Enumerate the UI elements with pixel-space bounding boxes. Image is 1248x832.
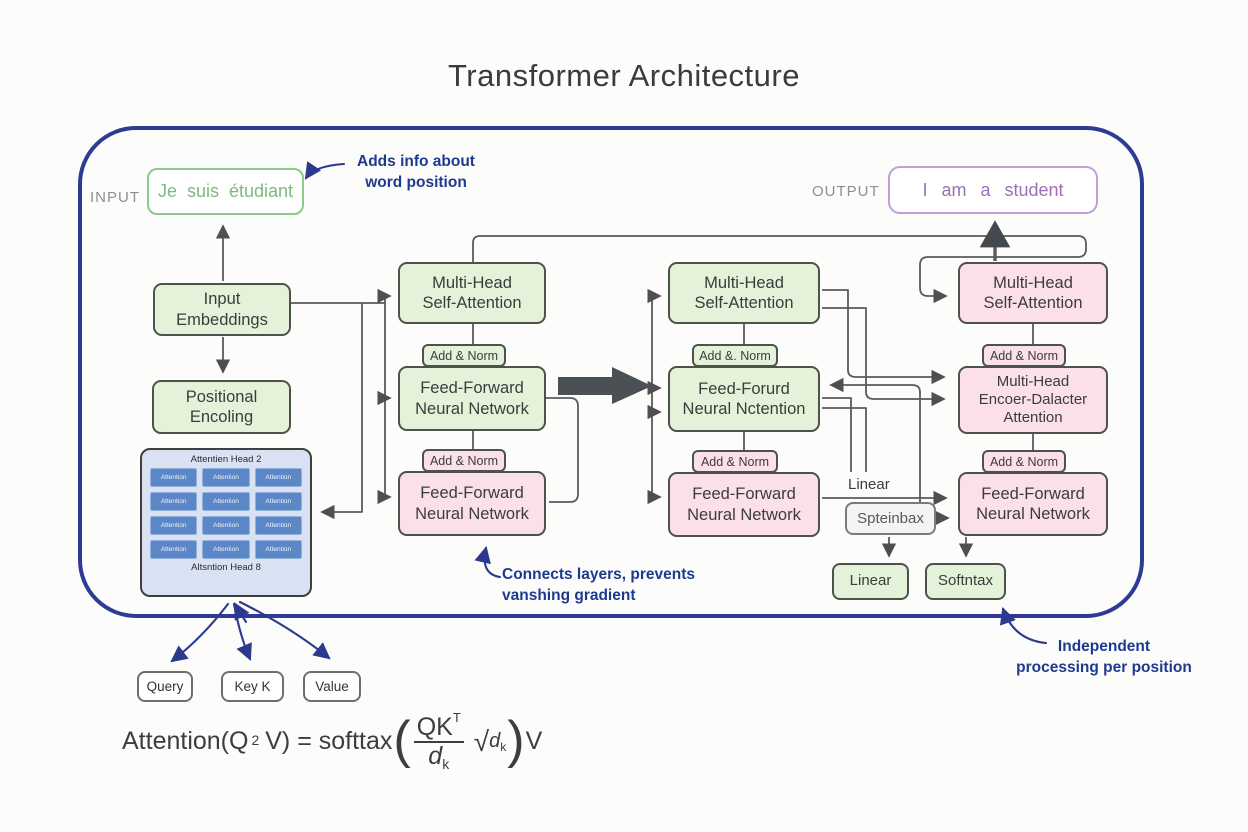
linear-text-label: Linear [848,476,890,493]
attention-cell: Attention [150,540,198,559]
formula-superscript: 2 [251,731,260,748]
attention-heads-panel: Attentien Head 2 Attention Attention Att… [140,448,312,597]
encoder2-ffn-1-box: Feed-Forurd Neural Nctention [668,366,820,432]
encoder2-self-attention-box: Multi-Head Self-Attention [668,262,820,324]
residual-note: Connects layers, prevents vanshing gradi… [502,566,695,604]
encoder1-add-norm-2: Add & Norm [422,449,506,472]
formula-denominator-sub: k [442,756,450,773]
attention-cell: Attention [150,516,198,535]
formula-mid: V) = softtax [265,727,393,756]
encoder1-ffn-1-box: Feed-Forward Neural Network [398,366,546,431]
attention-head-top-label: Attentien Head 2 [190,454,262,465]
formula-numerator: QK [416,713,453,741]
linear-box: Linear [832,563,909,600]
decoder-add-norm-1: Add & Norm [982,344,1066,367]
positional-encoding-box: Positional Encoling [152,380,291,434]
radical-sign: √ [473,725,490,757]
word-position-note: Adds info about word position [357,153,475,191]
formula-numerator-sup: T [452,709,461,725]
attention-cell: Attention [202,516,250,535]
diagram-container-border [78,126,1144,618]
attention-cell: Attention [254,516,302,535]
input-label: INPUT [90,189,140,206]
attention-cell: Attention [254,540,302,559]
radical-sub: k [500,739,507,754]
decoder-add-norm-2: Add & Norm [982,450,1066,473]
attention-cells-grid: Attention Attention Attention Attention … [150,468,302,559]
attention-cell: Attention [202,468,250,487]
attention-cell: Attention [254,492,302,511]
output-sentence-box: I am a student [888,166,1098,214]
encoder2-add-norm-1: Add &. Norm [692,344,778,367]
output-label: OUTPUT [812,183,880,200]
attention-cell: Attention [150,492,198,511]
formula-denominator: d [428,742,443,771]
query-box: Query [137,671,193,702]
value-box: Value [303,671,361,702]
page-title: Transformer Architecture [448,58,800,93]
input-sentence-box: Je suis étudiant [147,168,304,215]
key-box: Key K [221,671,284,702]
softmax-small-box: Spteinbax [845,502,936,535]
independent-processing-note: Independent processing per position [1016,638,1192,676]
encoder1-add-norm-1: Add & Norm [422,344,506,367]
attention-cell: Attention [254,468,302,487]
decoder-ffn-box: Feed-Forward Neural Network [958,472,1108,536]
encoder2-add-norm-2: Add & Norm [692,450,778,473]
radical-base: d [489,730,501,753]
attention-head-bottom-label: Altsntion Head 8 [191,562,261,573]
softmax-box: Softntax [925,563,1006,600]
encoder1-ffn-2-box: Feed-Forward Neural Network [398,471,546,536]
formula-tail: V [525,727,543,756]
formula-lhs: Attention(Q [122,727,249,756]
encoder1-self-attention-box: Multi-Head Self-Attention [398,262,546,324]
decoder-cross-attention-box: Multi-Head Encoer-Dalacter Attention [958,366,1108,434]
attention-cell: Attention [150,468,198,487]
input-embeddings-box: Input Embeddings [153,283,291,336]
formula-fraction: QKT dk [413,710,464,773]
attention-cell: Attention [202,540,250,559]
decoder-self-attention-box: Multi-Head Self-Attention [958,262,1108,324]
attention-cell: Attention [202,492,250,511]
encoder2-ffn-2-box: Feed-Forward Neural Network [668,472,820,537]
